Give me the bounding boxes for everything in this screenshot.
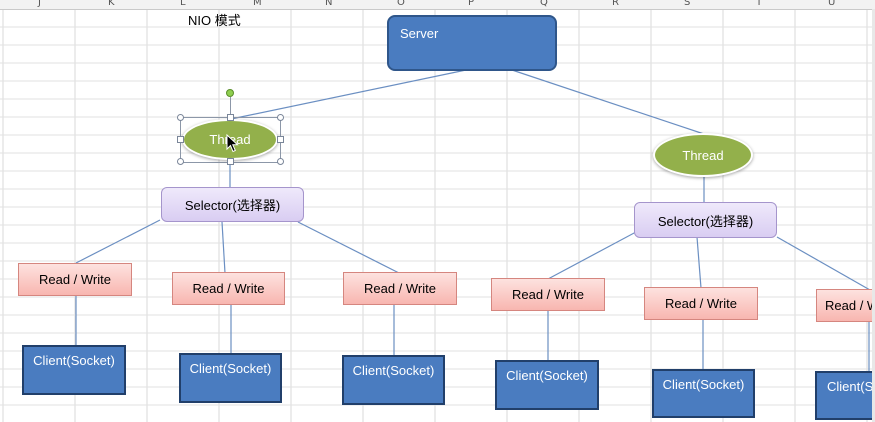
resize-handle-top-right[interactable] [277, 114, 284, 121]
read-write-node-5[interactable]: Read / Write [644, 287, 758, 320]
client-node-2[interactable]: Client(Socket) [179, 353, 282, 403]
connector-server-thread-2 [511, 69, 705, 135]
client-node-5[interactable]: Client(Socket) [652, 369, 755, 418]
column-header-row: J K L M N O P Q R S T U [0, 0, 875, 10]
resize-handle-top[interactable] [227, 114, 234, 121]
resize-handle-left[interactable] [177, 136, 184, 143]
connector-selector-1-rw-1 [75, 219, 161, 264]
client-node-4[interactable]: Client(Socket) [495, 360, 599, 410]
column-header-l[interactable]: L [180, 0, 186, 8]
connector-selector-2-rw-5 [696, 236, 702, 289]
selector-node-2[interactable]: Selector(选择器) [634, 202, 777, 238]
column-header-m[interactable]: M [253, 0, 262, 8]
client-node-3[interactable]: Client(Socket) [342, 355, 445, 405]
column-header-n[interactable]: N [325, 0, 333, 8]
connector-selector-1-rw-2 [221, 221, 226, 274]
read-write-node-3[interactable]: Read / Write [343, 272, 457, 305]
vertical-scrollbar[interactable] [872, 9, 875, 422]
connector-selector-1-rw-3 [297, 221, 400, 274]
column-header-o[interactable]: O [397, 0, 405, 8]
resize-handle-bottom[interactable] [227, 158, 234, 165]
connector-selector-2-rw-4 [547, 231, 637, 280]
resize-handle-top-left[interactable] [177, 114, 184, 121]
rotation-handle[interactable] [226, 89, 234, 97]
resize-handle-right[interactable] [277, 136, 284, 143]
column-header-p[interactable]: P [468, 0, 475, 8]
read-write-node-2[interactable]: Read / Write [172, 272, 285, 305]
selector-node-1[interactable]: Selector(选择器) [161, 187, 304, 222]
read-write-node-6[interactable]: Read / Write [816, 289, 875, 322]
column-header-k[interactable]: K [108, 0, 115, 8]
connector-server-thread-1 [230, 69, 467, 120]
server-node[interactable]: Server [387, 15, 557, 71]
column-header-t[interactable]: T [756, 0, 763, 8]
diagram-caption: NIO 模式 [188, 13, 241, 28]
connector-selector-2-rw-6 [776, 236, 871, 291]
column-header-s[interactable]: S [684, 0, 691, 8]
read-write-node-4[interactable]: Read / Write [491, 278, 605, 311]
client-node-1[interactable]: Client(Socket) [22, 345, 126, 395]
thread-node-2[interactable]: Thread [653, 133, 753, 177]
resize-handle-bottom-left[interactable] [177, 158, 184, 165]
mouse-cursor-icon [226, 134, 239, 153]
client-node-6[interactable]: Client(Socket) [815, 371, 875, 420]
resize-handle-bottom-right[interactable] [277, 158, 284, 165]
rotation-handle-stem [230, 97, 231, 117]
column-header-q[interactable]: Q [540, 0, 548, 8]
column-header-j[interactable]: J [38, 0, 41, 8]
column-header-r[interactable]: R [612, 0, 619, 8]
column-header-u[interactable]: U [828, 0, 836, 8]
read-write-node-1[interactable]: Read / Write [18, 263, 132, 296]
